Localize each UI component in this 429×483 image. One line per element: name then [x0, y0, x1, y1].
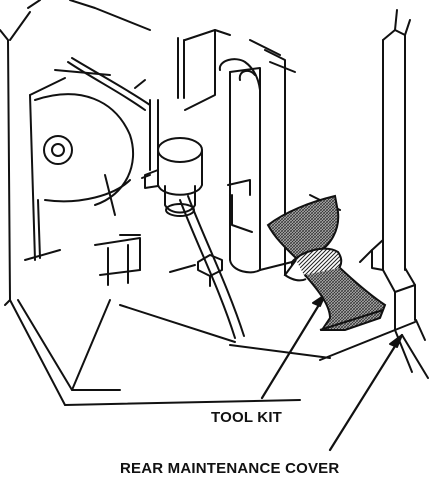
housing-frame [0, 0, 301, 406]
leader-line-tool-kit [260, 293, 327, 400]
battery-case [218, 39, 311, 276]
tool-kit-bag [266, 194, 387, 331]
back-panel [29, 0, 151, 261]
right-pillar [359, 9, 426, 373]
rear-maintenance-cover-label: REAR MAINTENANCE COVER [120, 460, 340, 477]
mount-bracket [94, 234, 223, 287]
tool-kit-label: TOOL KIT [211, 409, 283, 426]
vertical-tube [177, 29, 231, 111]
fuel-filter [141, 99, 203, 217]
inner-floor [119, 194, 396, 361]
engine-dome [34, 93, 135, 259]
leader-line-rear-cover [328, 333, 429, 452]
